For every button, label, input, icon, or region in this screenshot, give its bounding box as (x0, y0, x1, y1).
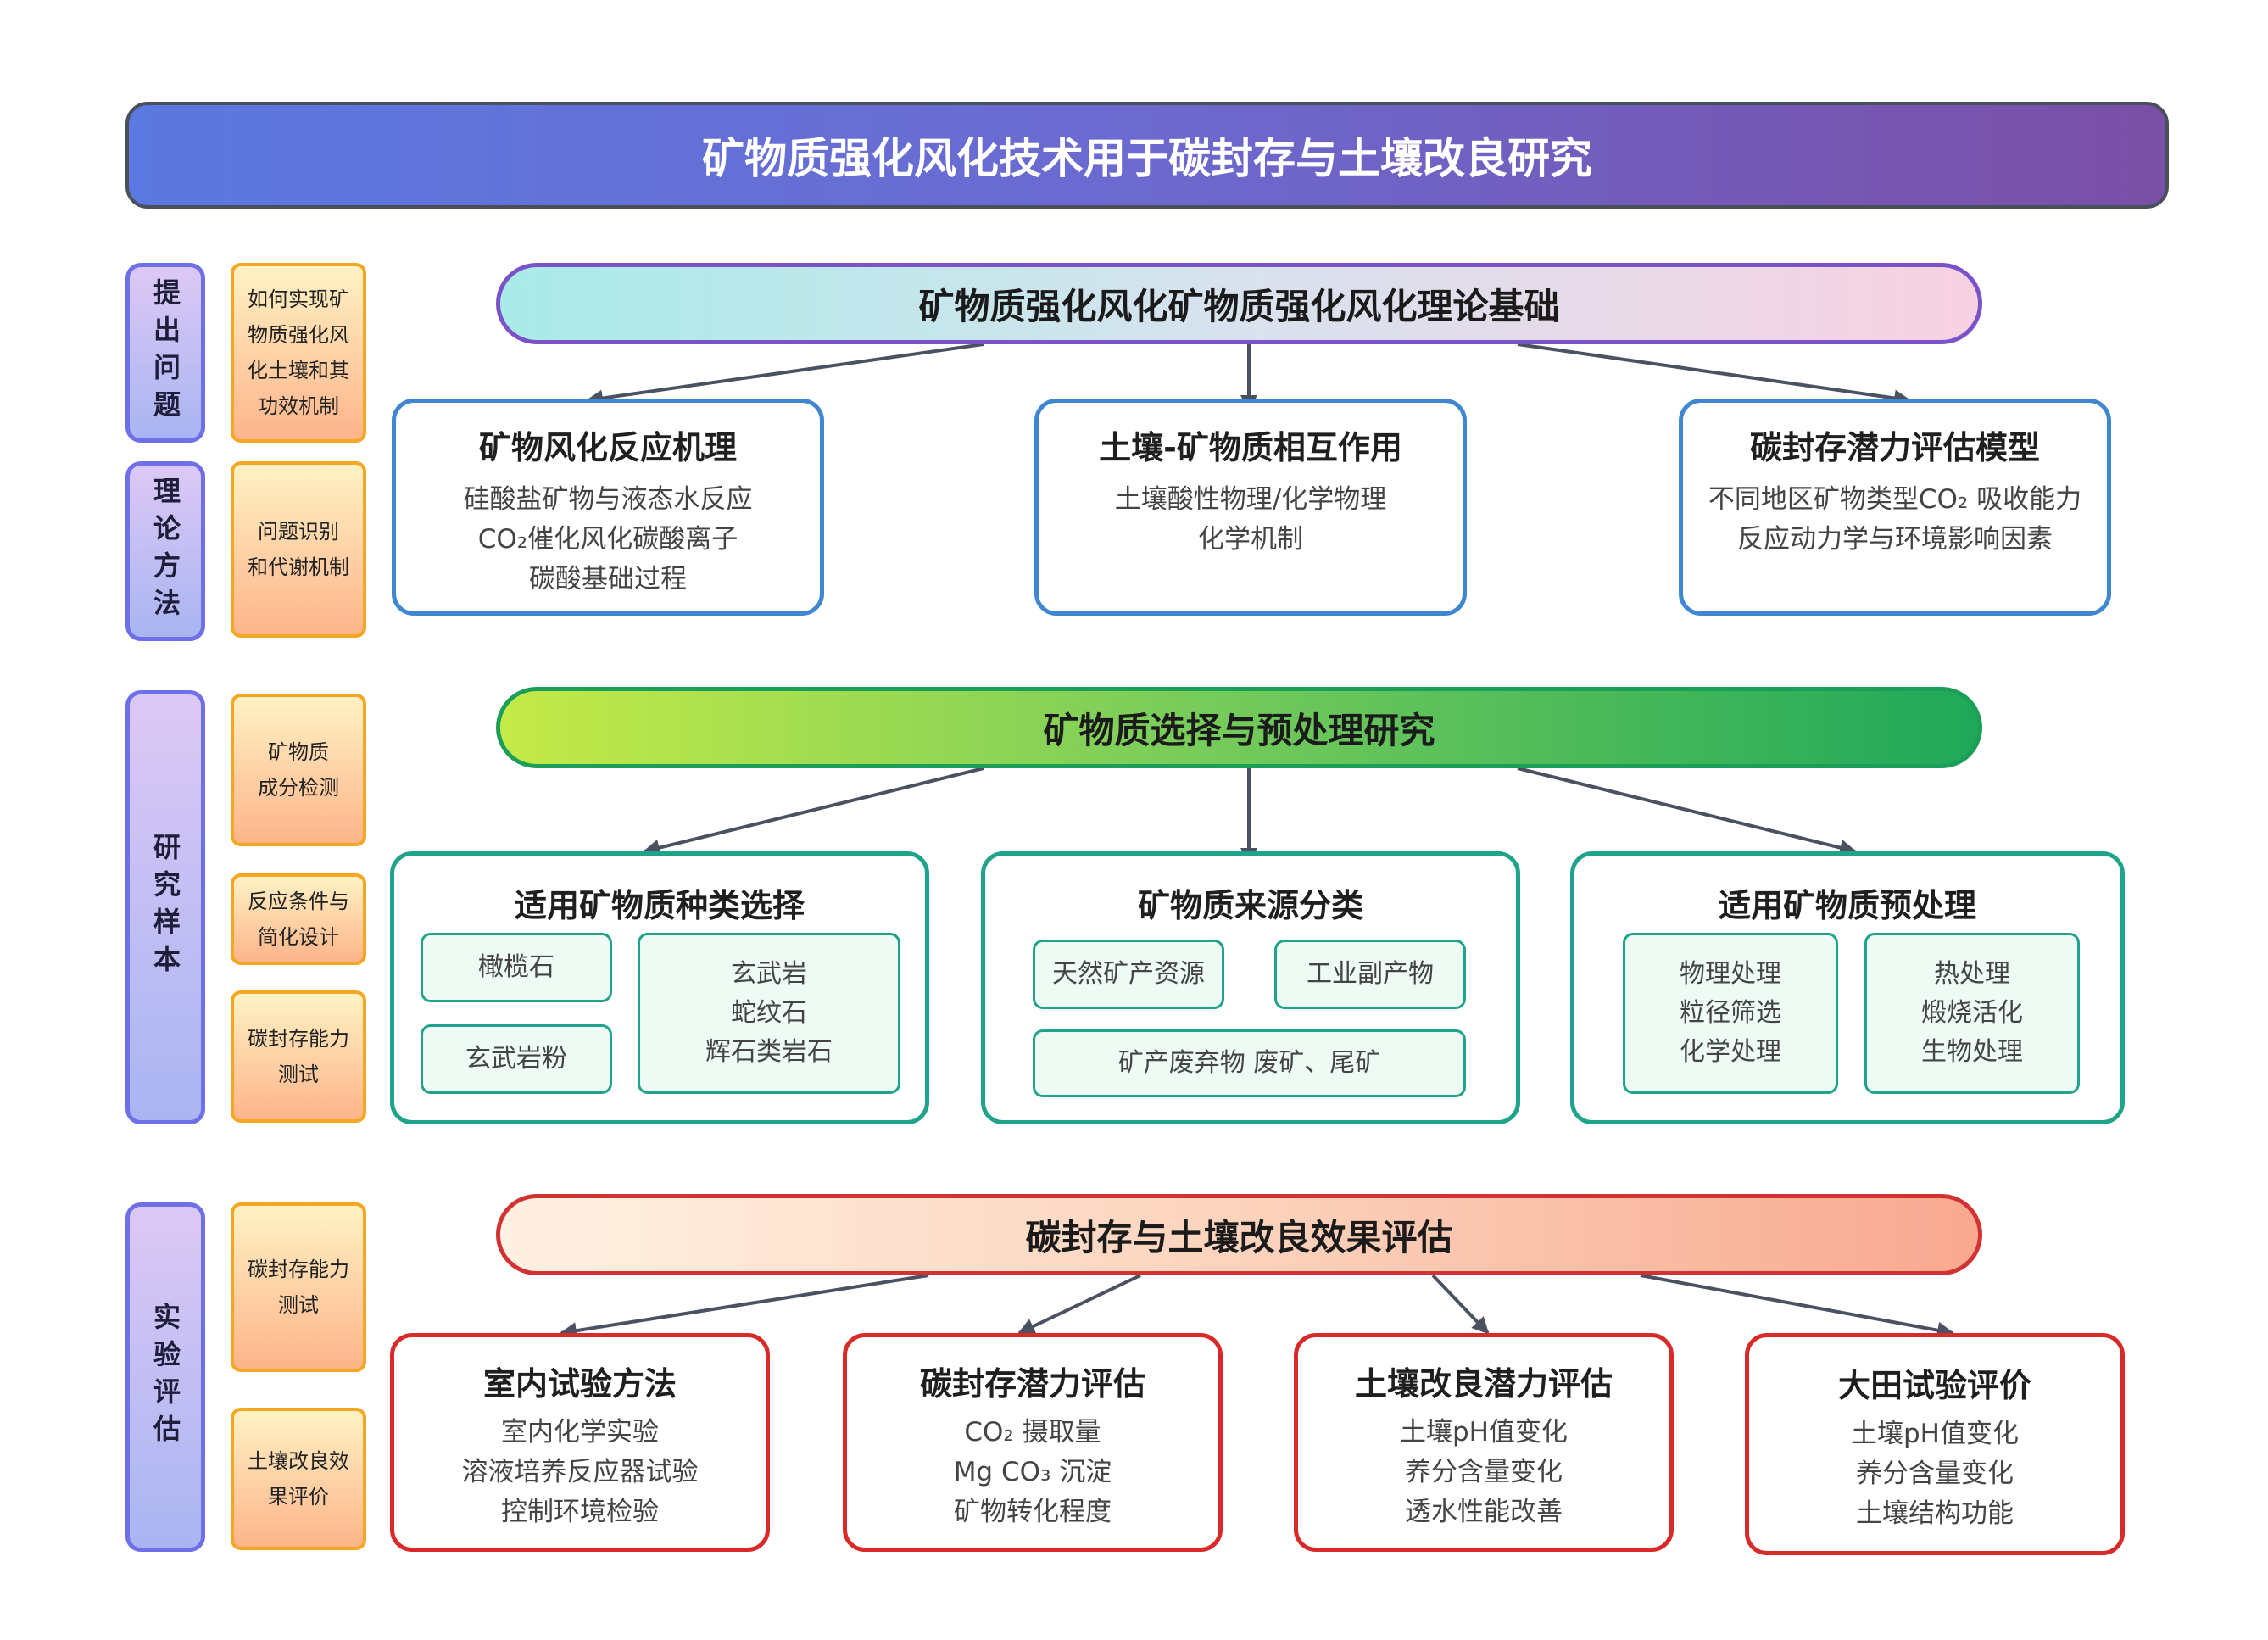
card-line: 溶液培养反应器试验 (461, 1457, 699, 1487)
chip-natural-resource: 天然矿产资源 (1033, 940, 1224, 1009)
card-line: 土壤pH值变化 (1851, 1419, 2019, 1449)
card-line: 土壤pH值变化 (1400, 1417, 1568, 1448)
card-title: 土壤-矿物质相互作用 (1099, 429, 1402, 466)
card-line: 室内化学实验 (501, 1417, 659, 1448)
card-soil-potential: 土壤改良潜力评估 土壤pH值变化 养分含量变化 透水性能改善 (1294, 1333, 1674, 1552)
arrow-s1-right (1517, 343, 1911, 407)
banner-effect-evaluation: 碳封存与土壤改良效果评估 (496, 1194, 1982, 1275)
arrow-s2-left (643, 767, 984, 856)
main-title: 矿物质强化风化技术用于碳封存与土壤改良研究 (125, 102, 2169, 209)
note-composition: 矿物质 成分检测 (231, 694, 366, 846)
chip-olivine: 橄榄石 (421, 933, 612, 1002)
card-lab-methods: 室内试验方法 室内化学实验 溶液培养反应器试验 控制环境检验 (390, 1333, 770, 1552)
card-title: 矿物质来源分类 (1137, 887, 1363, 924)
side-label-theory: 理论方法 (125, 461, 205, 641)
side-label-sample: 研究样本 (125, 690, 205, 1124)
card-title: 适用矿物质预处理 (1718, 887, 1976, 924)
note-capacity-test-2: 碳封存能力 测试 (231, 1202, 366, 1372)
arrow-s3-2 (1017, 1274, 1141, 1335)
card-line: 土壤酸性物理/化学物理 (1114, 484, 1387, 515)
card-line: CO₂催化风化碳酸离子 (477, 524, 738, 555)
card-line: 碳酸基础过程 (529, 564, 687, 594)
chip-heat-treatment: 热处理 煅烧活化 生物处理 (1864, 933, 2080, 1094)
arrow-s3-4 (1640, 1274, 1954, 1339)
chip-industrial-byproduct: 工业副产物 (1274, 940, 1466, 1009)
card-soil-mineral-interaction: 土壤-矿物质相互作用 土壤酸性物理/化学物理 化学机制 (1034, 399, 1467, 616)
card-line: 养分含量变化 (1856, 1459, 2014, 1489)
card-line: CO₂ 摄取量 (964, 1417, 1101, 1448)
note-conditions: 反应条件与 简化设计 (231, 873, 366, 965)
note-soil-eval: 土壤改良效 果评价 (231, 1408, 366, 1550)
card-title: 适用矿物质种类选择 (514, 887, 805, 924)
card-line: Mg CO₃ 沉淀 (953, 1457, 1112, 1487)
side-label-problem: 提出问题 (125, 263, 205, 443)
chip-physical-treatment: 物理处理 粒径筛选 化学处理 (1623, 933, 1838, 1094)
card-line: 矿物转化程度 (954, 1497, 1112, 1527)
card-title: 大田试验评价 (1837, 1367, 2031, 1404)
card-line: 养分含量变化 (1405, 1457, 1563, 1487)
card-title: 碳封存潜力评估模型 (1749, 429, 2040, 466)
note-theory: 问题识别 和代谢机制 (231, 461, 366, 638)
card-title: 土壤改良潜力评估 (1354, 1365, 1613, 1403)
chip-mining-waste: 矿产废弃物 废矿、尾矿 (1033, 1029, 1466, 1097)
arrow-s3-3 (1431, 1274, 1490, 1335)
arrow-s1-left (586, 343, 984, 407)
card-carbon-model: 碳封存潜力评估模型 不同地区矿物类型CO₂ 吸收能力 反应动力学与环境影响因素 (1679, 399, 2111, 616)
card-weathering-mechanism: 矿物风化反应机理 硅酸盐矿物与液态水反应 CO₂催化风化碳酸离子 碳酸基础过程 (392, 399, 824, 616)
card-line: 硅酸盐矿物与液态水反应 (463, 484, 753, 515)
banner-mineral-selection: 矿物质选择与预处理研究 (496, 687, 1982, 768)
card-title: 碳封存潜力评估 (919, 1365, 1145, 1403)
card-title: 室内试验方法 (482, 1365, 677, 1403)
chip-rock-types: 玄武岩 蛇纹石 辉石类岩石 (638, 933, 900, 1094)
arrow-s2-right (1517, 767, 1857, 856)
card-field-trial: 大田试验评价 土壤pH值变化 养分含量变化 土壤结构功能 (1745, 1333, 2125, 1555)
card-line: 化学机制 (1198, 524, 1303, 555)
banner-theory-basis: 矿物质强化风化矿物质强化风化理论基础 (496, 263, 1982, 344)
note-capacity-test: 碳封存能力 测试 (231, 990, 366, 1123)
card-line: 土壤结构功能 (1856, 1498, 2014, 1529)
card-line: 不同地区矿物类型CO₂ 吸收能力 (1708, 484, 2082, 515)
card-title: 矿物风化反应机理 (478, 429, 737, 466)
note-problem: 如何实现矿 物质强化风 化土壤和其 功效机制 (231, 263, 366, 443)
chip-basalt-powder: 玄武岩粉 (421, 1024, 612, 1094)
card-line: 透水性能改善 (1405, 1497, 1563, 1527)
side-label-experiment: 实验评估 (125, 1202, 205, 1552)
arrow-s3-1 (560, 1274, 929, 1340)
card-line: 反应动力学与环境影响因素 (1737, 524, 2053, 555)
card-carbon-potential: 碳封存潜力评估 CO₂ 摄取量 Mg CO₃ 沉淀 矿物转化程度 (843, 1333, 1223, 1552)
card-line: 控制环境检验 (501, 1497, 659, 1527)
